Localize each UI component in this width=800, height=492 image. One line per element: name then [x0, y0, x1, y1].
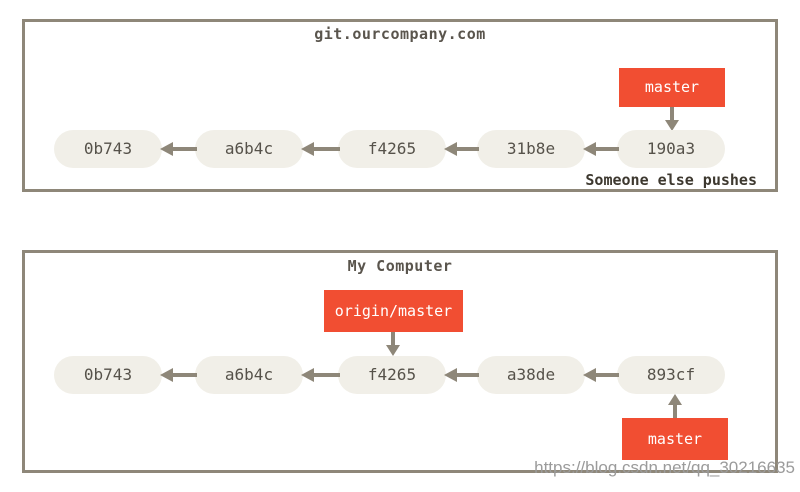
commit-node: 31b8e	[477, 130, 585, 168]
arrow-head-down-icon	[386, 345, 400, 356]
arrow-shaft	[594, 147, 619, 151]
commit-node: a38de	[477, 356, 585, 394]
my-computer-title: My Computer	[347, 257, 453, 275]
arrow-head-left-icon	[160, 142, 173, 156]
commit-node: 0b743	[54, 356, 162, 394]
commit-node: f4265	[338, 356, 446, 394]
arrow-shaft	[673, 404, 677, 418]
commit-parent-arrow	[583, 142, 619, 156]
commit-node: f4265	[338, 130, 446, 168]
label-to-commit-arrow	[668, 394, 682, 418]
arrow-head-left-icon	[301, 142, 314, 156]
arrow-shaft	[391, 332, 395, 346]
my-computer-panel-box	[22, 250, 778, 473]
note-someone-else-pushes: Someone else pushes	[585, 171, 757, 189]
remote-server-panel-box	[22, 19, 778, 192]
arrow-head-left-icon	[301, 368, 314, 382]
commit-parent-arrow	[444, 368, 479, 382]
arrow-shaft	[594, 373, 619, 377]
arrow-head-left-icon	[160, 368, 173, 382]
arrow-head-left-icon	[444, 142, 457, 156]
commit-node: a6b4c	[195, 356, 303, 394]
commit-parent-arrow	[444, 142, 479, 156]
arrow-shaft	[312, 373, 340, 377]
branch-label-origin-master: origin/master	[324, 290, 463, 332]
commit-parent-arrow	[160, 368, 197, 382]
branch-label-master-remote: master	[619, 68, 725, 107]
arrow-shaft	[312, 147, 340, 151]
remote-server-title: git.ourcompany.com	[314, 25, 486, 43]
commit-node: 190a3	[617, 130, 725, 168]
label-to-commit-arrow	[665, 107, 679, 131]
arrow-head-left-icon	[583, 368, 596, 382]
commit-parent-arrow	[301, 368, 340, 382]
arrow-shaft	[171, 147, 197, 151]
arrow-shaft	[171, 373, 197, 377]
branch-label-master-local: master	[622, 418, 728, 460]
arrow-head-up-icon	[668, 394, 682, 405]
arrow-shaft	[455, 147, 479, 151]
watermark-text: https://blog.csdn.net/qq_30216635	[534, 458, 795, 477]
commit-parent-arrow	[583, 368, 619, 382]
arrow-head-left-icon	[444, 368, 457, 382]
commit-node: 0b743	[54, 130, 162, 168]
commit-node: 893cf	[617, 356, 725, 394]
commit-parent-arrow	[160, 142, 197, 156]
commit-parent-arrow	[301, 142, 340, 156]
commit-node: a6b4c	[195, 130, 303, 168]
label-to-commit-arrow	[386, 332, 400, 356]
arrow-head-left-icon	[583, 142, 596, 156]
arrow-head-down-icon	[665, 120, 679, 131]
arrow-shaft	[670, 107, 674, 121]
arrow-shaft	[455, 373, 479, 377]
